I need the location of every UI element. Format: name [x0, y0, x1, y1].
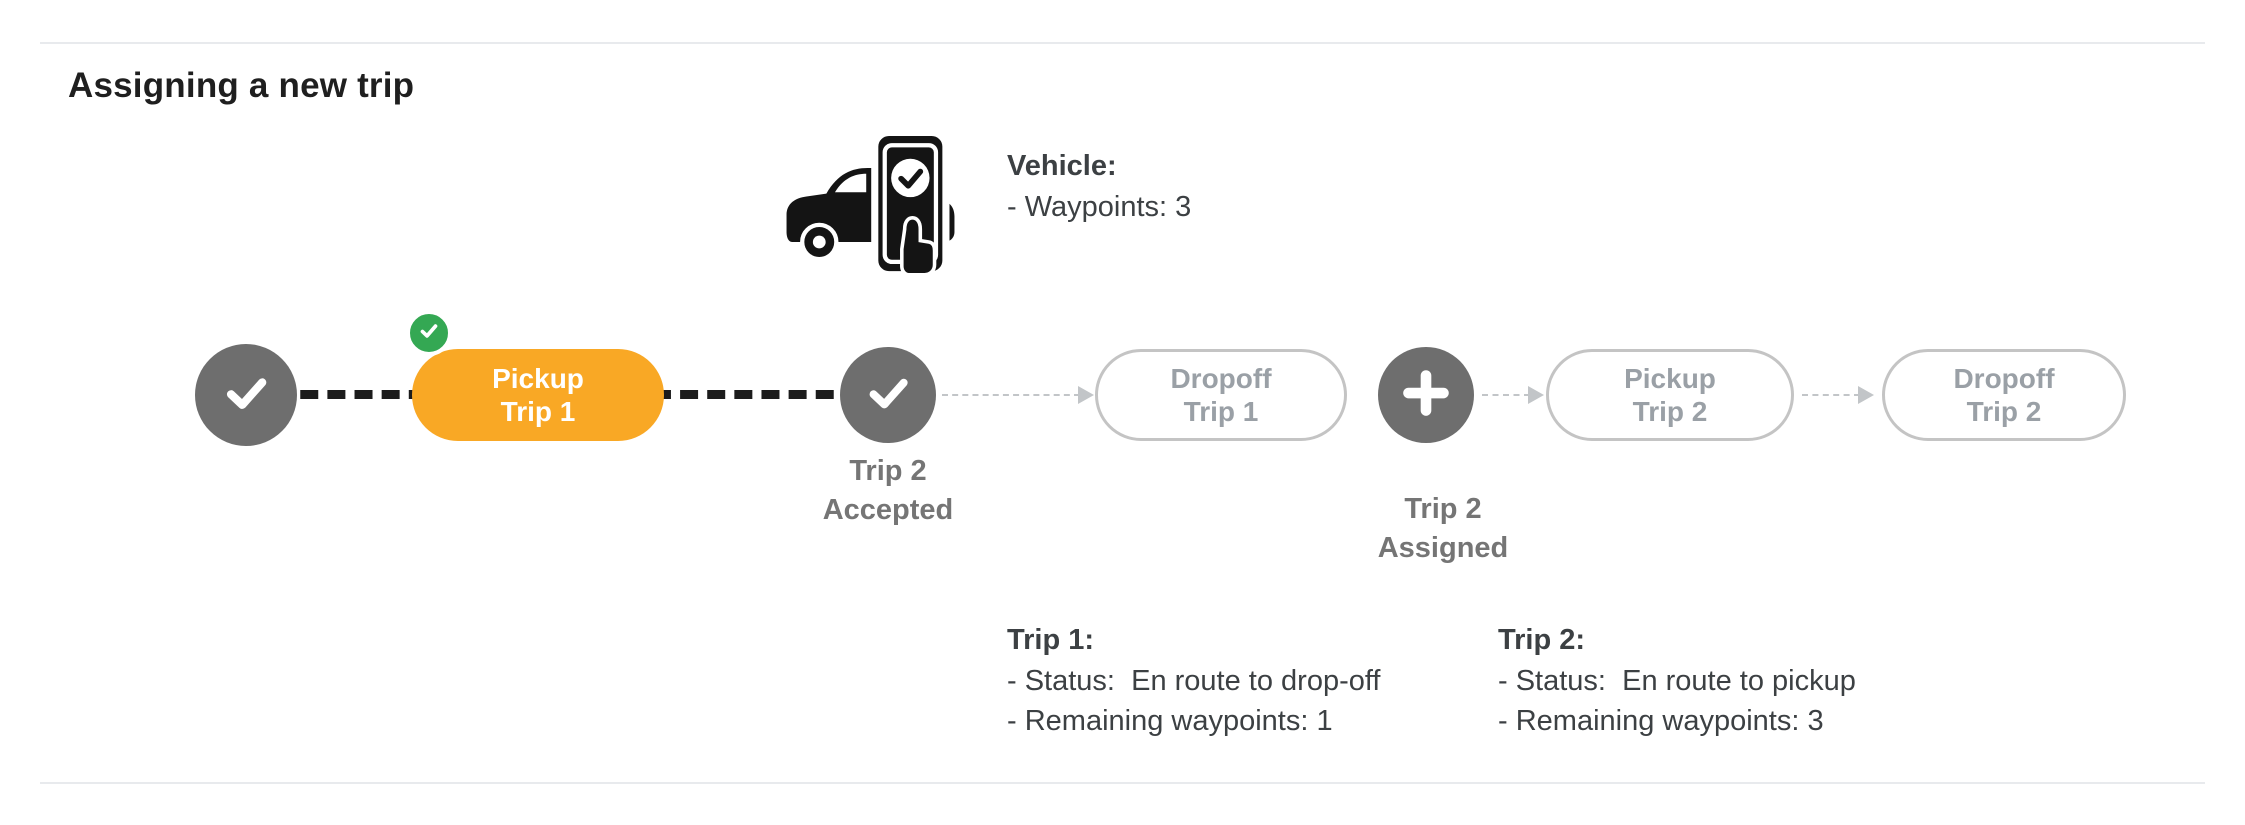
vehicle-phone-check-icon: [778, 126, 963, 284]
check-icon: [859, 364, 917, 427]
trip2-assigned-label: Trip 2 Assigned: [1377, 493, 1509, 565]
stop-pill-dropoff-trip2: Dropoff Trip 2: [1882, 349, 2126, 441]
page-title: Assigning a new trip: [68, 66, 415, 105]
stop-pill-pickup-trip2: Pickup Trip 2: [1546, 349, 1794, 441]
vehicle-waypoints-line: - Waypoints: 3: [1007, 190, 1192, 223]
bottom-divider: [40, 782, 2205, 784]
completed-waypoint-node-accepted: [840, 347, 936, 443]
green-check-badge: [406, 310, 452, 356]
stop-pill-label-line1: Pickup: [492, 362, 584, 394]
stop-pill-dropoff-trip1: Dropoff Trip 1: [1095, 349, 1347, 441]
check-icon: [416, 318, 442, 349]
stop-pill-label-line1: Pickup: [1624, 362, 1716, 394]
stop-pill-pickup-trip1: Pickup Trip 1: [412, 349, 664, 441]
route-line-upcoming-2: [1482, 394, 1530, 396]
stop-pill-label-line1: Dropoff: [1953, 362, 2055, 394]
trip1-info-block: Trip 1: - Status: En route to drop-off -…: [1007, 620, 1380, 742]
trip2-info-block: Trip 2: - Status: En route to pickup - R…: [1498, 620, 1856, 742]
trip1-waypoints-line: - Remaining waypoints: 1: [1007, 705, 1333, 738]
vehicle-info-title: Vehicle:: [1007, 150, 1117, 182]
trip2-waypoints-line: - Remaining waypoints: 3: [1498, 705, 1824, 738]
plus-icon: [1396, 363, 1456, 428]
route-line-upcoming-3: [1802, 394, 1860, 396]
arrowhead-icon-2: [1528, 386, 1544, 404]
check-icon: [216, 363, 276, 428]
new-waypoint-node-assigned: [1378, 347, 1474, 443]
stop-pill-label-line2: Trip 2: [1966, 396, 2042, 427]
trip1-info-title: Trip 1:: [1007, 624, 1095, 656]
route-line-upcoming-1: [942, 394, 1080, 396]
arrowhead-icon-3: [1858, 386, 1874, 404]
vehicle-info-block: Vehicle: - Waypoints: 3: [1007, 146, 1191, 227]
trip2-info-title: Trip 2:: [1498, 624, 1586, 656]
top-divider: [40, 42, 2205, 44]
stop-pill-label-line2: Trip 2: [1632, 396, 1708, 427]
stop-pill-label-line2: Trip 1: [1183, 396, 1259, 427]
completed-waypoint-node-start: [195, 344, 297, 446]
trip1-status-line: - Status: En route to drop-off: [1007, 664, 1381, 697]
trip2-status-line: - Status: En route to pickup: [1498, 664, 1856, 697]
stop-pill-label-line2: Trip 1: [500, 396, 576, 427]
stop-pill-label-line1: Dropoff: [1170, 362, 1272, 394]
arrowhead-icon-1: [1078, 386, 1094, 404]
trip2-accepted-label: Trip 2 Accepted: [822, 455, 954, 527]
